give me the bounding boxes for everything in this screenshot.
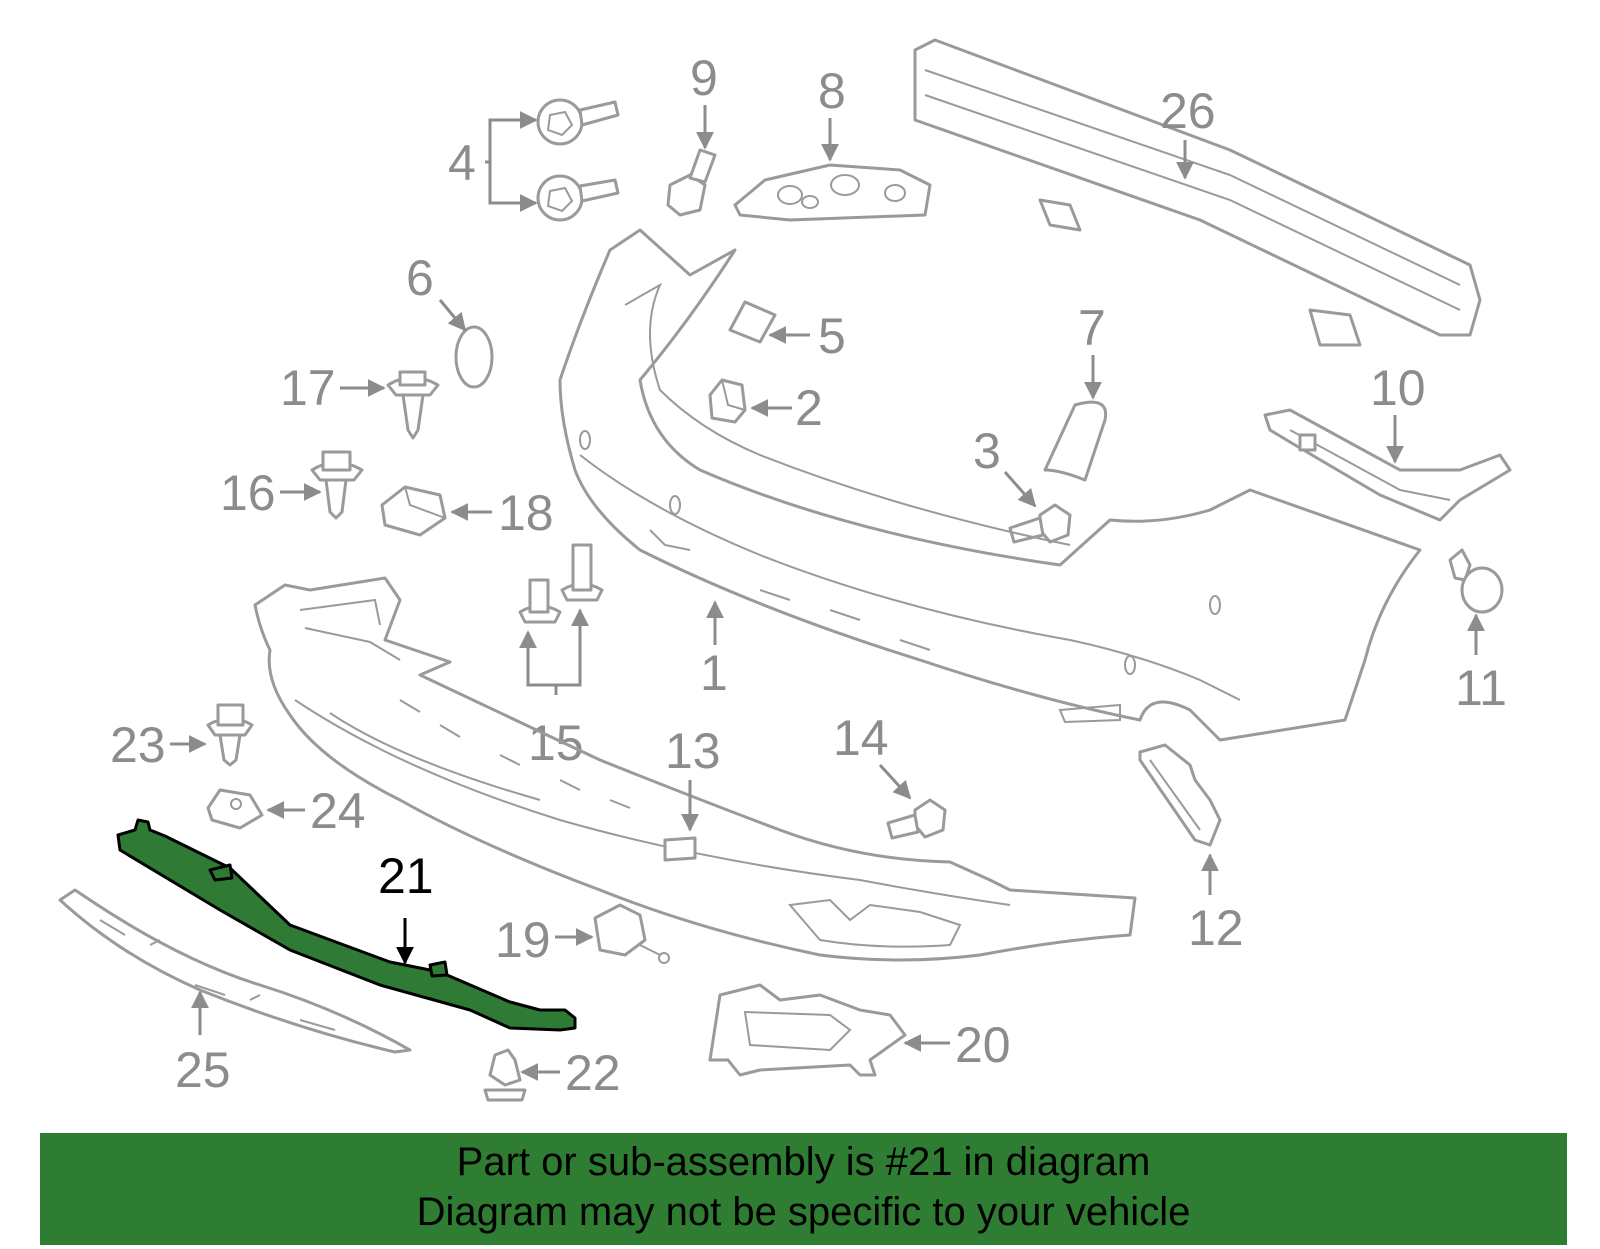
leader-14 bbox=[878, 763, 912, 800]
part-18-clip bbox=[380, 485, 447, 537]
part-9-bolt bbox=[666, 148, 717, 217]
part-7-reflector bbox=[1043, 400, 1108, 482]
part-10-side-bracket bbox=[1263, 408, 1512, 522]
callout-21: 21 bbox=[378, 848, 434, 904]
leader-6 bbox=[438, 299, 467, 332]
part-5-label bbox=[728, 300, 777, 344]
leader-4b bbox=[488, 162, 538, 212]
leader-4a bbox=[485, 111, 538, 164]
banner-line-1: Part or sub-assembly is #21 in diagram bbox=[456, 1140, 1151, 1184]
part-8-bracket bbox=[733, 163, 932, 222]
part-11-clip bbox=[1448, 548, 1504, 614]
leader-15a bbox=[519, 630, 558, 695]
part-4-bolts bbox=[536, 98, 620, 222]
callout-13: 13 bbox=[665, 723, 721, 779]
callout-7: 7 bbox=[1078, 300, 1106, 356]
part-19-tow-hook-cap bbox=[593, 903, 670, 964]
part-2-clip bbox=[708, 378, 747, 424]
callout-18: 18 bbox=[498, 485, 554, 541]
callout-2: 2 bbox=[795, 380, 823, 436]
callout-4: 4 bbox=[448, 135, 476, 191]
callout-15: 15 bbox=[528, 715, 584, 771]
part-6-grommet bbox=[454, 325, 494, 389]
part-23-screw bbox=[206, 703, 254, 767]
part-14-bolt bbox=[886, 798, 947, 840]
callout-3: 3 bbox=[973, 423, 1001, 479]
callout-23: 23 bbox=[110, 717, 166, 773]
callout-1: 1 bbox=[700, 645, 728, 701]
callout-26: 26 bbox=[1160, 83, 1216, 139]
callout-8: 8 bbox=[818, 63, 846, 119]
callout-11: 11 bbox=[1455, 660, 1507, 716]
part-1-bumper-cover bbox=[558, 228, 1422, 742]
callout-24: 24 bbox=[310, 783, 366, 839]
callout-12: 12 bbox=[1188, 900, 1244, 956]
part-21-highlighted-bracket bbox=[116, 818, 577, 1032]
leader-15b bbox=[556, 608, 589, 687]
callout-19: 19 bbox=[495, 912, 551, 968]
part-25-trim-strip bbox=[58, 888, 412, 1054]
leader-3 bbox=[1003, 471, 1037, 508]
callout-5: 5 bbox=[818, 308, 846, 364]
callout-6: 6 bbox=[406, 250, 434, 306]
part-20-lower-bracket bbox=[708, 983, 907, 1077]
part-12-reflector bbox=[1138, 743, 1222, 847]
banner-line-2: Diagram may not be specific to your vehi… bbox=[416, 1190, 1191, 1234]
part-15-screws bbox=[518, 543, 604, 624]
callout-16: 16 bbox=[220, 465, 276, 521]
part-16-screw bbox=[310, 450, 364, 520]
part-22-push-clip bbox=[483, 1048, 527, 1102]
callout-22: 22 bbox=[565, 1045, 621, 1101]
info-banner: Part or sub-assembly is #21 in diagram D… bbox=[40, 1133, 1567, 1245]
callout-25: 25 bbox=[175, 1042, 231, 1098]
callout-10: 10 bbox=[1370, 360, 1426, 416]
part-13-lower-valance bbox=[253, 576, 1137, 962]
callout-9: 9 bbox=[690, 50, 718, 106]
callout-17: 17 bbox=[280, 360, 336, 416]
part-17-screw bbox=[386, 370, 440, 440]
part-24-clip bbox=[206, 788, 264, 830]
part-3-bolt bbox=[1008, 503, 1072, 544]
callout-14: 14 bbox=[833, 710, 889, 766]
part-26-bumper-reinforcement bbox=[913, 38, 1482, 347]
callout-20: 20 bbox=[955, 1017, 1011, 1073]
